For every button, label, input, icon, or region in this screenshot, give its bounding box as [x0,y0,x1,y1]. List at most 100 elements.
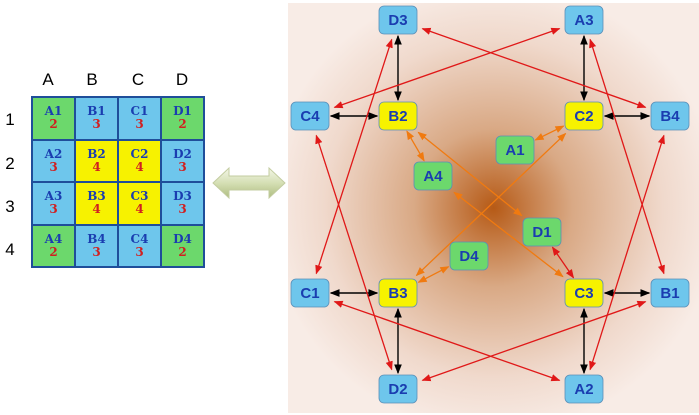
node-label: D3 [388,12,407,29]
node-label: A3 [574,12,593,29]
node-d1: D1 [522,217,562,247]
node-b2: B2 [378,101,418,131]
cell-value: 3 [178,159,187,174]
cell-name: B1 [87,104,106,119]
node-b3: B3 [378,278,418,308]
cell-value: 4 [135,159,144,174]
cell-value: 3 [49,202,58,217]
node-c4: C4 [290,101,330,131]
cell-value: 2 [178,117,187,132]
node-d3: D3 [378,5,418,35]
edge-a3-c4 [333,27,561,109]
node-box [650,101,690,131]
row-header-3: 3 [5,197,15,216]
node-label: B1 [660,285,679,302]
node-d2: D2 [378,374,418,404]
node-a4: A4 [413,161,453,191]
column-header-d: D [175,70,189,89]
node-label: A2 [574,381,593,398]
cell-name: C2 [130,146,149,161]
node-b1: B1 [650,278,690,308]
cell-name: A1 [44,104,63,119]
node-box [564,374,604,404]
cell-value: 2 [178,244,187,259]
node-label: D4 [459,248,479,265]
node-label: C2 [574,108,593,125]
node-c2: C2 [564,101,604,131]
cell-name: A2 [44,146,63,161]
node-label: A4 [423,168,443,185]
cell-value: 4 [92,202,101,217]
row-header-1: 1 [5,110,15,129]
node-box [564,5,604,35]
cell-name: D1 [173,104,192,119]
edge-layer [315,27,665,382]
node-box [522,217,562,247]
diagram-background [288,3,699,413]
cell-name: D3 [173,189,192,204]
node-box [378,5,418,35]
cell-name: D2 [173,146,192,161]
edge-b3-d4 [417,266,450,283]
edge-b1-d2 [421,300,647,382]
node-label: C1 [300,285,319,302]
cell-name: D4 [173,231,192,246]
node-d4: D4 [449,241,489,271]
cell-value: 3 [92,117,101,132]
cell-value: 4 [92,159,101,174]
node-box [378,101,418,131]
cell-name: A3 [44,189,63,204]
cell-value: 2 [49,117,58,132]
node-a3: A3 [564,5,604,35]
cell-name: C4 [130,231,149,246]
cell-value: 3 [92,244,101,259]
cell-value: 4 [135,202,144,217]
node-box [413,161,453,191]
cell-value: 2 [49,244,58,259]
node-box [290,278,330,308]
double-arrow-icon [212,166,286,200]
cell-value: 3 [135,117,144,132]
cell-name: B2 [87,146,106,161]
node-box [564,278,604,308]
row-header-2: 2 [5,154,15,173]
column-header-a: A [42,70,54,89]
column-header-b: B [86,70,98,89]
node-label: C4 [300,108,320,125]
cell-name: C1 [130,104,149,119]
cell-name: B4 [87,231,106,246]
node-box [378,374,418,404]
node-box [650,278,690,308]
node-label: B3 [388,285,407,302]
node-box [378,278,418,308]
node-box [449,241,489,271]
node-label: C3 [574,285,593,302]
node-c1: C1 [290,278,330,308]
cell-value: 3 [135,244,144,259]
cell-name: C3 [130,189,149,204]
edge-a4-c3 [453,191,564,278]
node-label: A1 [505,142,524,159]
node-box [495,135,535,165]
node-label: B2 [388,108,407,125]
node-a2: A2 [564,374,604,404]
node-label: D1 [532,224,551,241]
cell-value: 3 [49,159,58,174]
